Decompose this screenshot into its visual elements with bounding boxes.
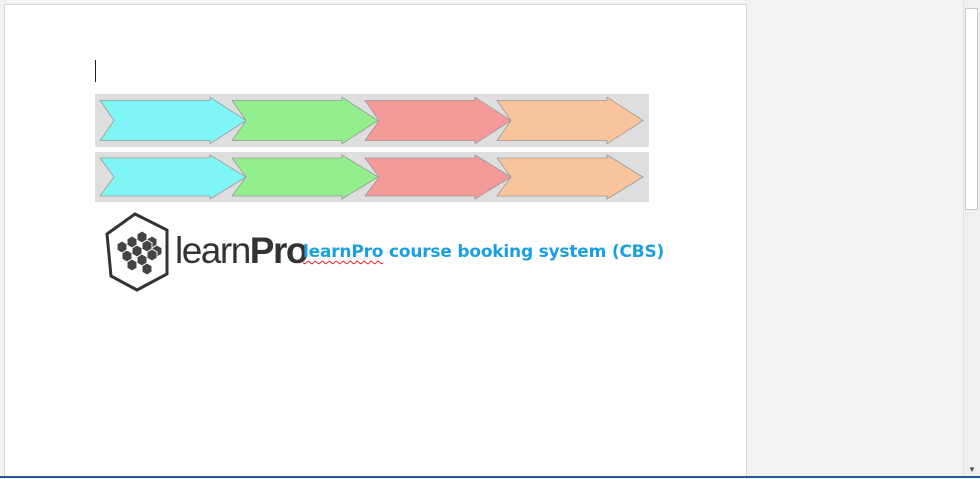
learnpro-logo[interactable]: learnPro — [105, 210, 308, 294]
process-arrow[interactable] — [99, 96, 247, 145]
scroll-thumb[interactable] — [965, 8, 978, 210]
process-arrow[interactable] — [496, 96, 644, 145]
document-page[interactable]: learnPro learnPro course booking system … — [4, 4, 747, 479]
vertical-scrollbar[interactable]: ▼ — [963, 0, 980, 478]
heading-rest: course booking system (CBS) — [383, 242, 665, 262]
process-arrow[interactable] — [364, 154, 512, 200]
process-arrow[interactable] — [231, 96, 379, 145]
arrows-svg-2 — [99, 154, 644, 200]
logo-wordmark: learnPro — [175, 230, 309, 272]
triangle-down-icon[interactable]: ▼ — [968, 464, 976, 474]
logo-light-text: learn — [175, 230, 251, 271]
hexagon-honeycomb-icon — [105, 212, 169, 292]
arrows-svg-1 — [99, 96, 644, 145]
process-arrow[interactable] — [496, 154, 644, 200]
logo-bold-text: Pro — [249, 230, 309, 271]
process-arrow[interactable] — [364, 96, 512, 145]
text-caret — [95, 60, 96, 82]
window-bottom-border — [0, 476, 980, 478]
process-arrows-row-1[interactable] — [95, 94, 649, 147]
document-heading[interactable]: learnPro course booking system (CBS) — [303, 242, 664, 262]
misspelled-word[interactable]: learnPro — [303, 242, 384, 262]
process-arrow[interactable] — [99, 154, 247, 200]
process-arrows-row-2[interactable] — [95, 152, 649, 202]
process-arrow[interactable] — [231, 154, 379, 200]
